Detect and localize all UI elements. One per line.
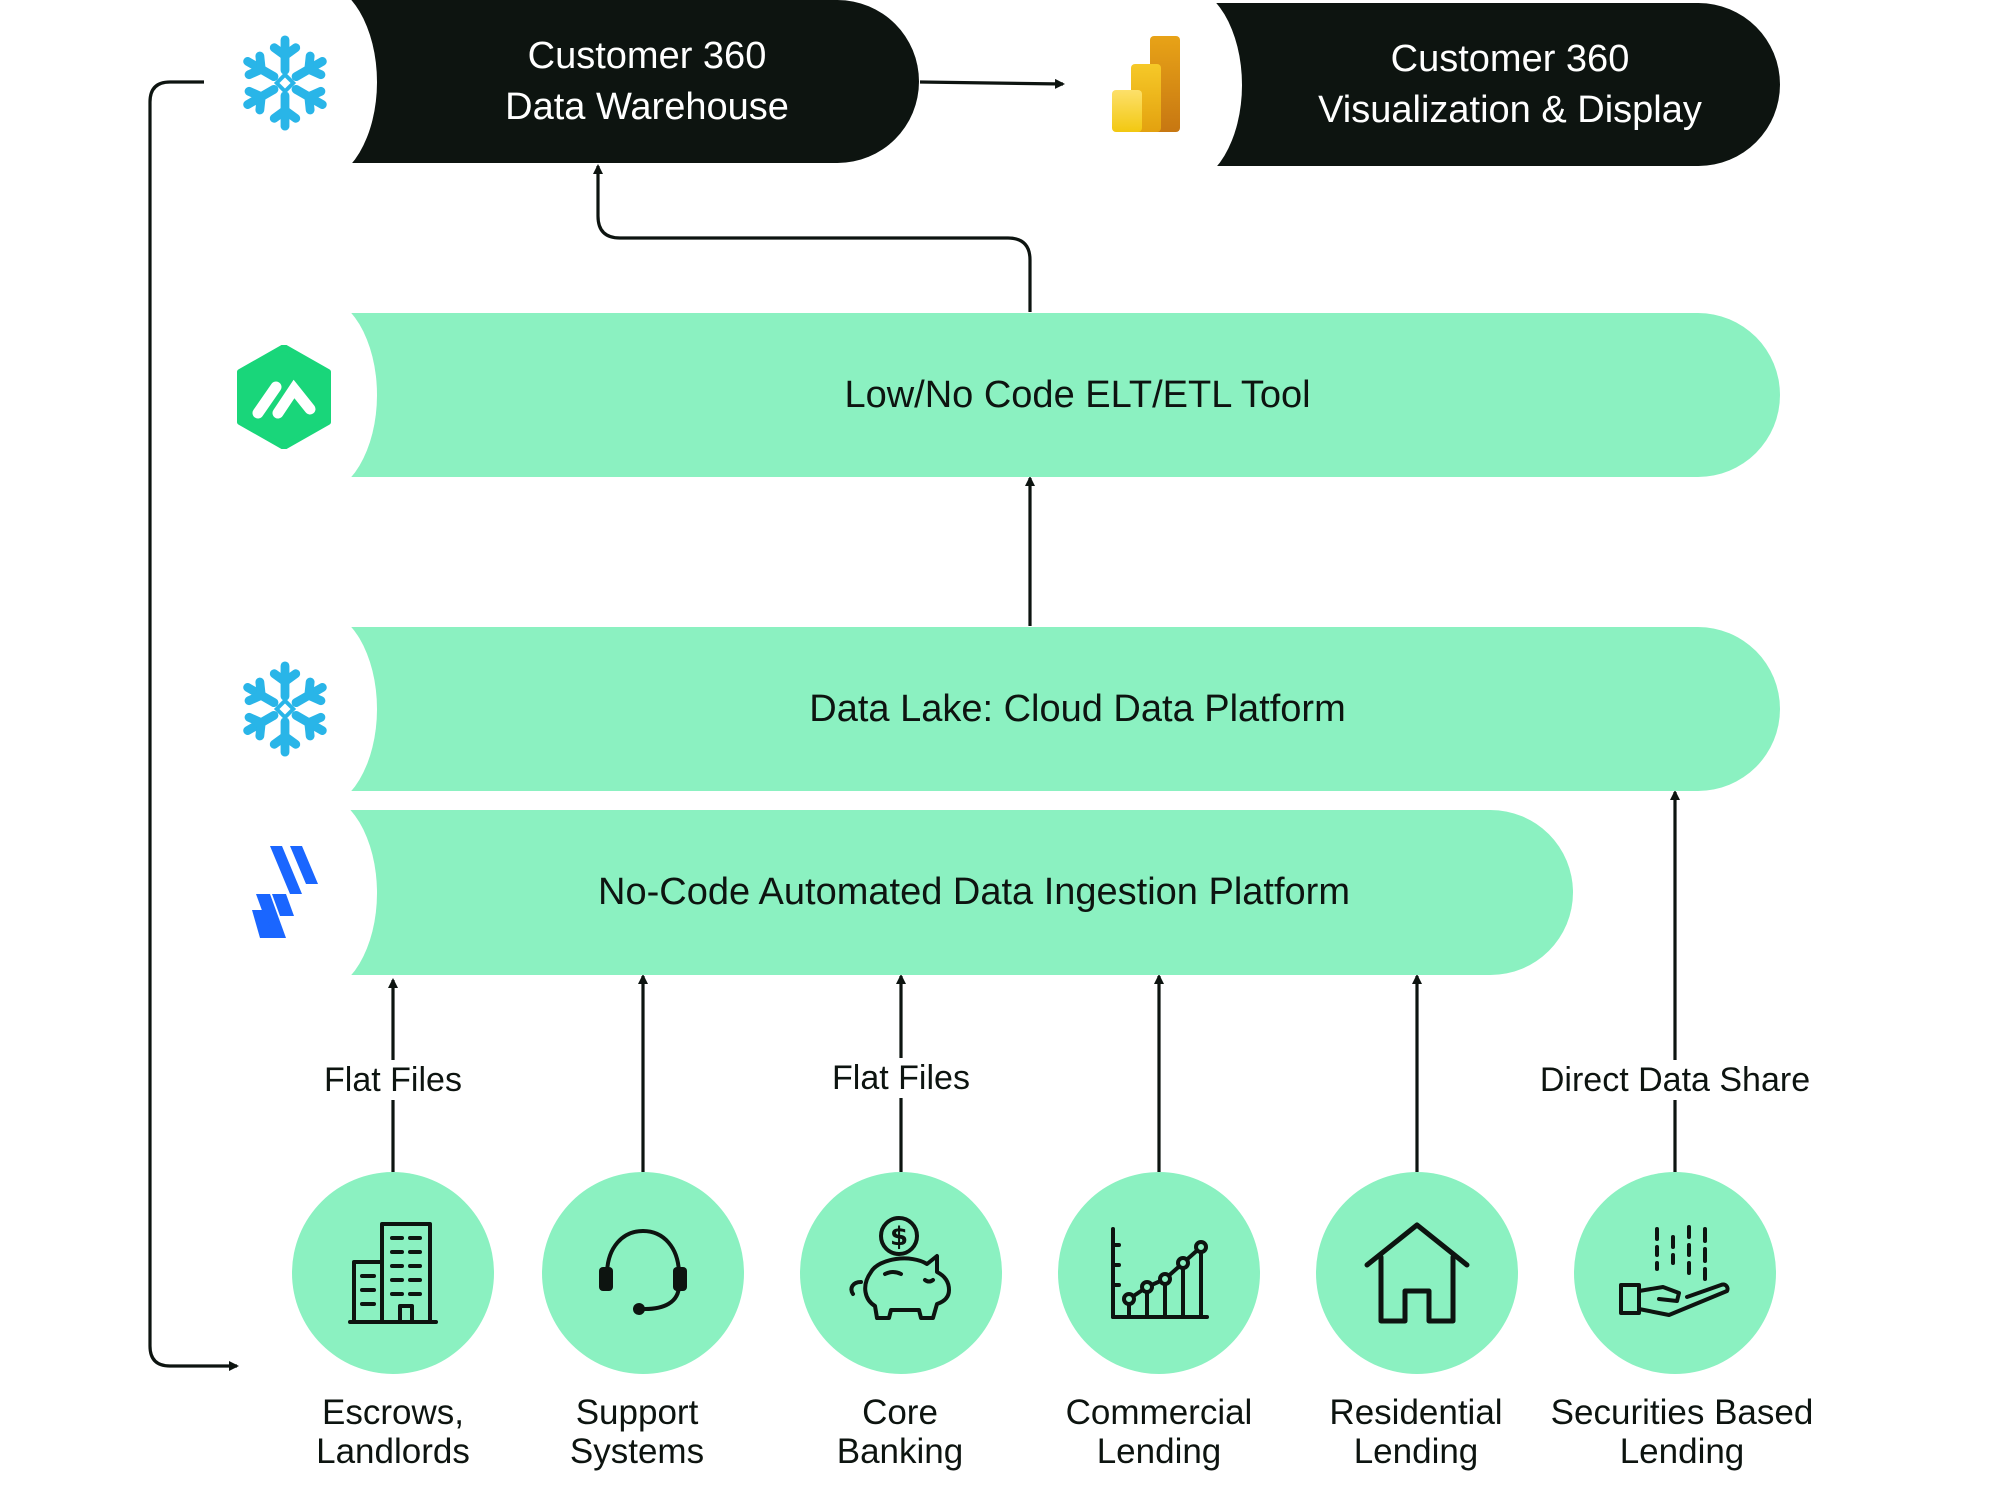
loop-back-arrow xyxy=(148,80,239,1371)
house-icon xyxy=(1364,1222,1470,1324)
data-lake-label: Data Lake: Cloud Data Platform xyxy=(809,687,1346,730)
warehouse-title: Customer 360 Data Warehouse xyxy=(505,34,789,128)
etl-layer: Low/No Code ELT/ETL Tool xyxy=(257,295,1780,495)
snowflake-icon xyxy=(243,35,327,131)
piggy-bank-icon: $ xyxy=(849,1216,951,1320)
source-commercial-lending xyxy=(1058,1172,1260,1374)
source-label-escrows: Escrows, Landlords xyxy=(316,1393,470,1471)
etl-to-warehouse-arrow xyxy=(593,164,1032,312)
source-label-commercial: Commercial Lending xyxy=(1065,1393,1253,1471)
snowflake-icon xyxy=(243,661,327,757)
source-label-banking: Core Banking xyxy=(836,1393,964,1471)
banking-edge-label: Flat Files xyxy=(826,1058,976,1098)
visualization-title: Customer 360 Visualization & Display xyxy=(1318,37,1702,131)
etl-layer-label: Low/No Code ELT/ETL Tool xyxy=(844,373,1311,416)
building-icon xyxy=(348,1222,438,1324)
source-label-residential: Residential Lending xyxy=(1329,1393,1503,1471)
source-escrows xyxy=(292,1172,494,1374)
source-residential-lending xyxy=(1316,1172,1518,1374)
source-label-securities: Securities Based Lending xyxy=(1550,1393,1814,1471)
warehouse-block: Customer 360 Data Warehouse xyxy=(257,0,919,182)
hand-money-icon xyxy=(1619,1225,1730,1317)
source-core-banking: $ xyxy=(800,1172,1002,1374)
power-bi-icon xyxy=(1112,36,1180,132)
svg-text:$: $ xyxy=(890,1222,908,1252)
visualization-block: Customer 360 Visualization & Display xyxy=(1122,0,1780,185)
source-label-support: Support Systems xyxy=(569,1393,705,1471)
fivetran-icon xyxy=(252,846,318,938)
source-securities-lending xyxy=(1574,1172,1776,1374)
headset-icon xyxy=(599,1228,687,1315)
ingestion-layer: No-Code Automated Data Ingestion Platfor… xyxy=(257,792,1573,993)
data-lake-layer: Data Lake: Cloud Data Platform xyxy=(257,609,1780,809)
source-support xyxy=(542,1172,744,1374)
warehouse-to-viz-arrow xyxy=(919,78,1065,89)
ingestion-label: No-Code Automated Data Ingestion Platfor… xyxy=(598,871,1350,913)
escrows-edge-label: Flat Files xyxy=(318,1060,468,1100)
matillion-icon xyxy=(237,345,331,449)
securities-edge-label: Direct Data Share xyxy=(1535,1060,1815,1100)
growth-chart-icon xyxy=(1111,1227,1209,1319)
